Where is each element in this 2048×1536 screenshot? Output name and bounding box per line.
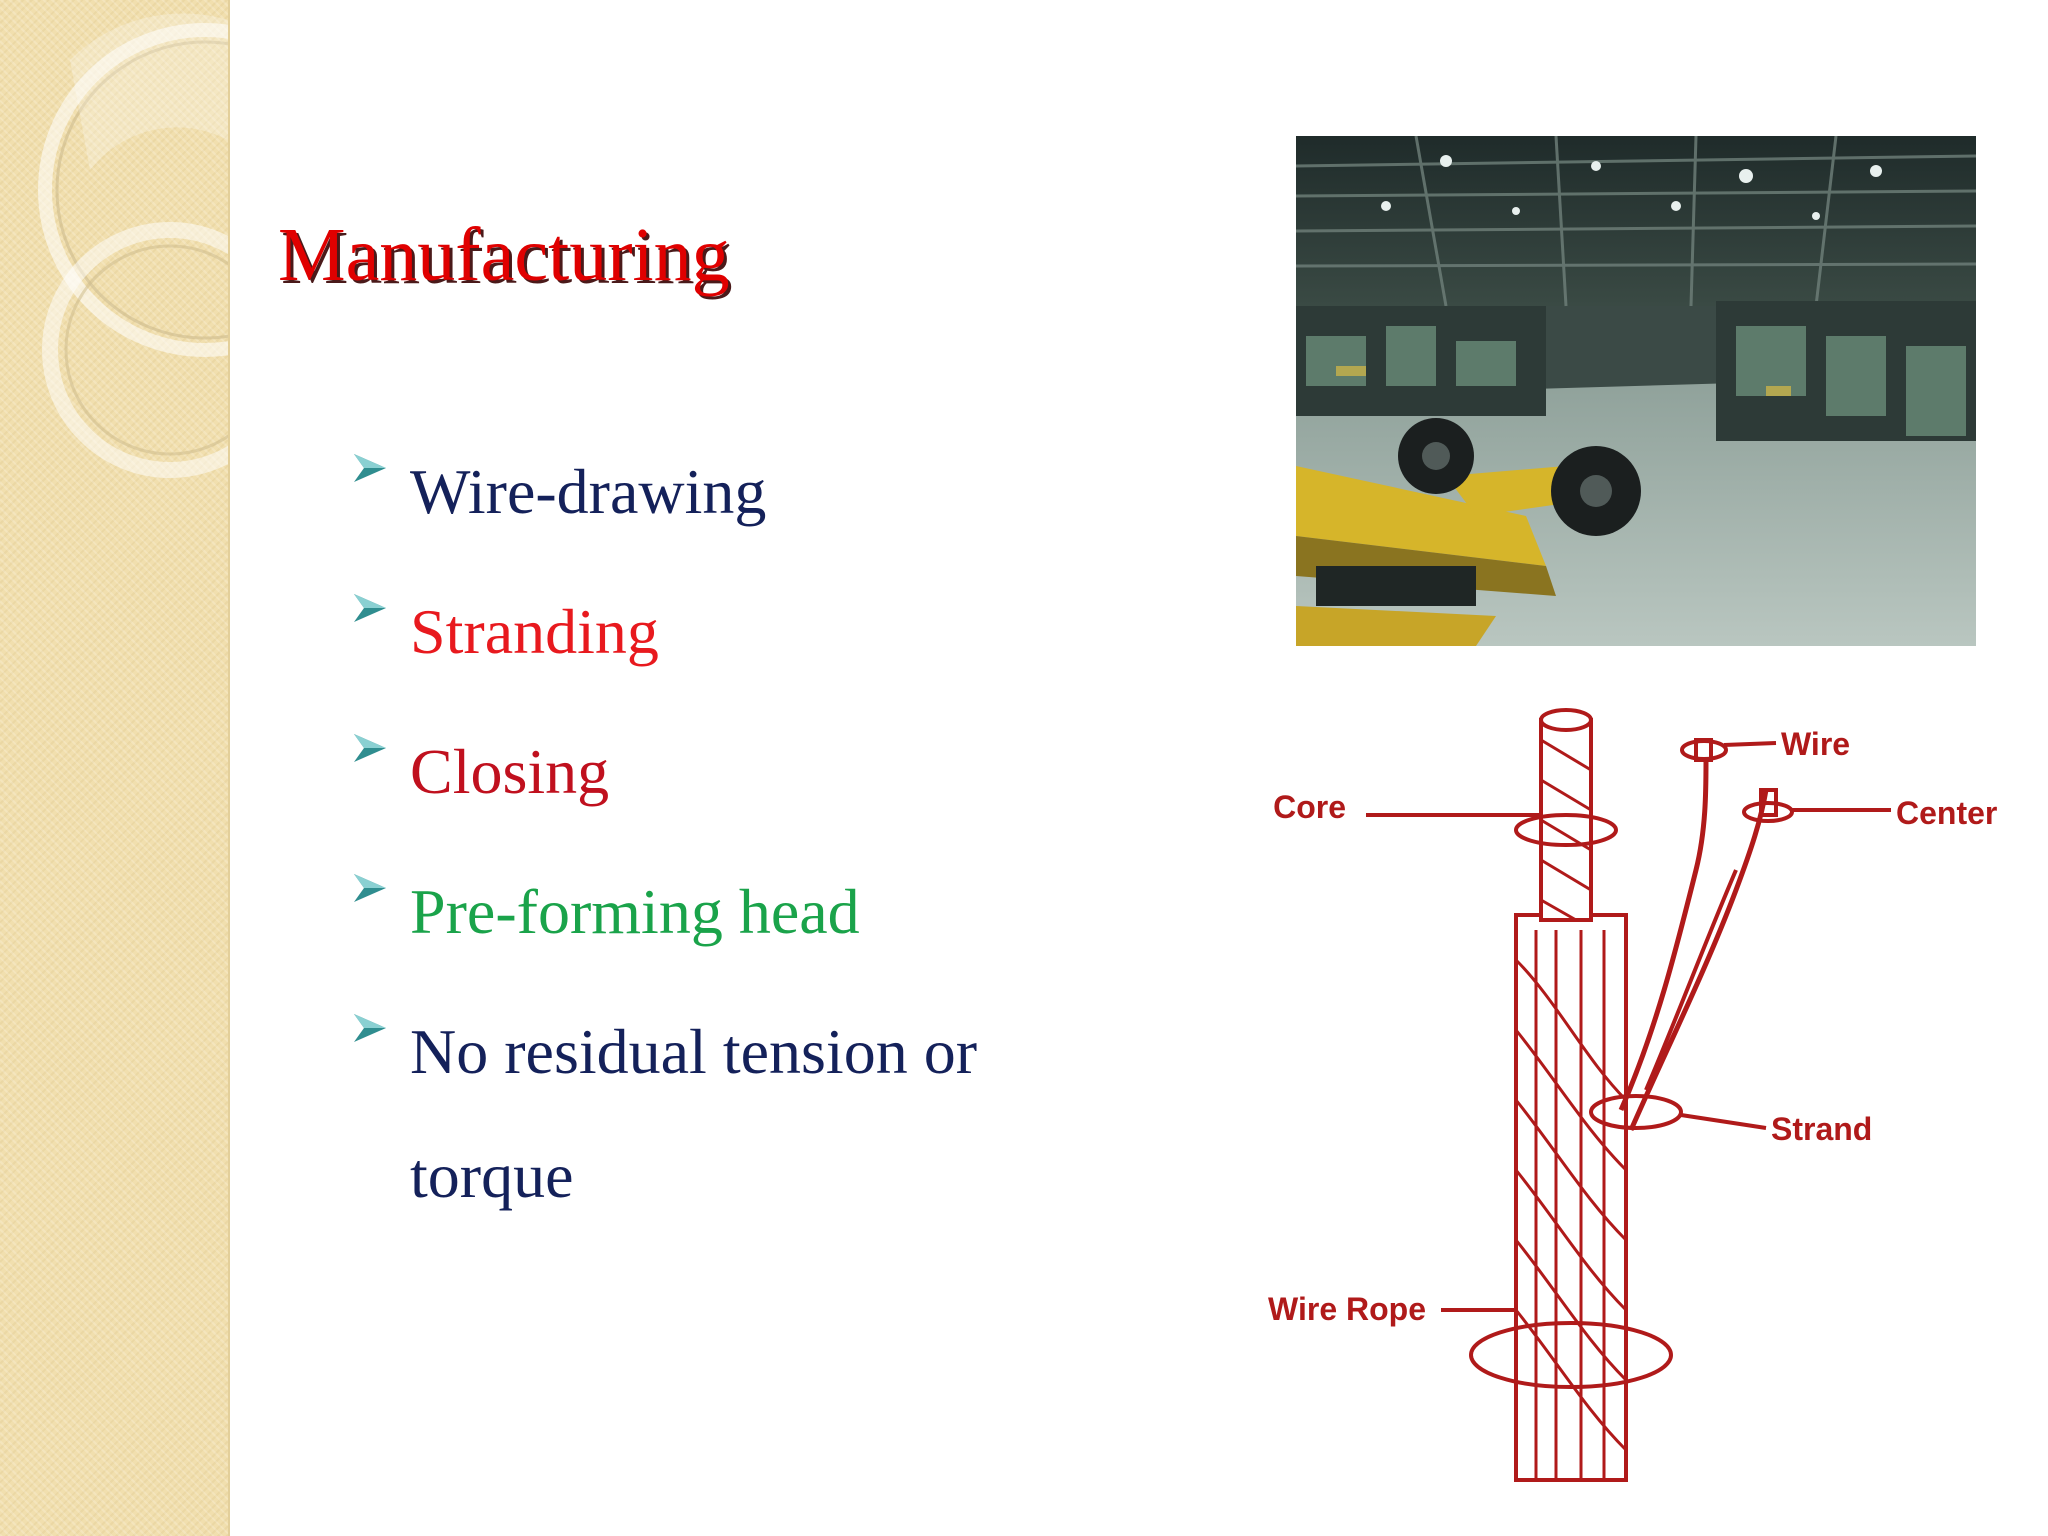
label-wire-rope: Wire Rope	[1268, 1291, 1426, 1327]
factory-floor-photo	[1296, 136, 1976, 646]
label-wire: Wire	[1781, 726, 1850, 762]
bullet-list: Wire-drawing Stranding Closing Pre-formi…	[350, 430, 1130, 1238]
decorative-side-band	[0, 0, 230, 1536]
wire-rope-diagram: Core Wire Center Strand Wire Rope	[1236, 700, 2026, 1490]
decorative-circles	[38, 13, 228, 478]
label-center: Center	[1896, 795, 1997, 831]
chevron-arrow-icon	[354, 874, 386, 902]
bullet-text: Wire-drawing	[410, 456, 767, 527]
bullet-item: No residual tension or torque	[350, 990, 1130, 1238]
label-strand: Strand	[1771, 1111, 1872, 1147]
bullet-text: Stranding	[410, 596, 659, 667]
chevron-arrow-icon	[354, 734, 386, 762]
bullet-text: Pre-forming head	[410, 876, 860, 947]
bullet-text-line: No residual tension or	[410, 1016, 977, 1087]
label-core: Core	[1273, 789, 1346, 825]
bullet-item: Wire-drawing	[350, 430, 1130, 570]
chevron-arrow-icon	[354, 594, 386, 622]
bullet-item: Pre-forming head	[350, 850, 1130, 990]
bullet-item: Closing	[350, 710, 1130, 850]
bullet-text-line: torque	[410, 1140, 574, 1211]
chevron-arrow-icon	[354, 454, 386, 482]
bullet-text: Closing	[410, 736, 610, 807]
factory-floor-illustration	[1296, 136, 1976, 646]
bullet-item: Stranding	[350, 570, 1130, 710]
slide-title: Manufacturing	[278, 213, 730, 297]
wire-rope-drawing: Core Wire Center Strand Wire Rope	[1268, 708, 1997, 1482]
chevron-arrow-icon	[354, 1014, 386, 1042]
